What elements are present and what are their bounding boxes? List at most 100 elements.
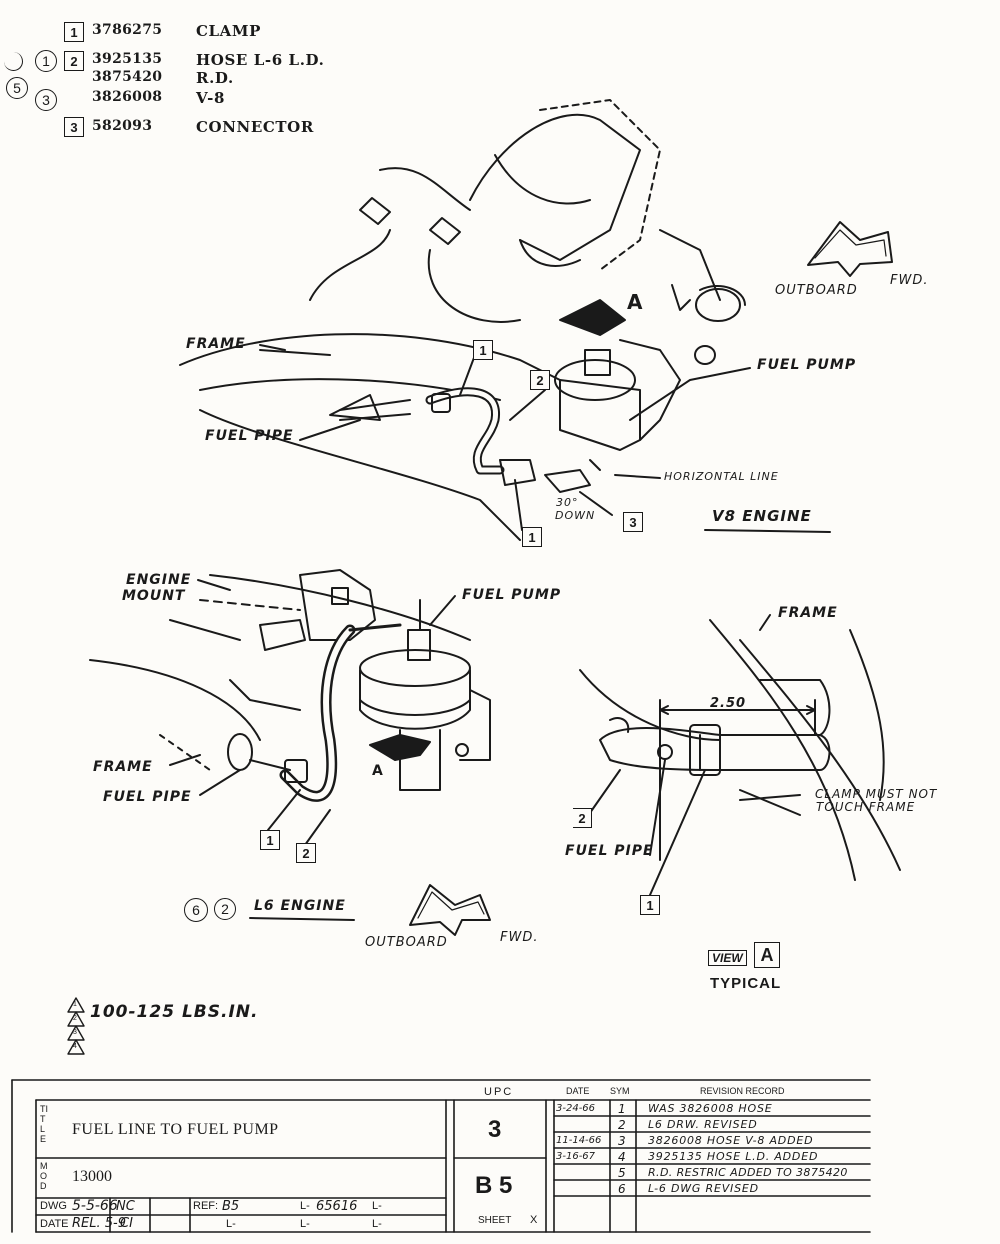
label-angle: 30° xyxy=(556,496,579,509)
revision-circle: 3 xyxy=(35,89,57,111)
sheet-x: X xyxy=(530,1214,538,1226)
rev-date: 3-24-66 xyxy=(556,1103,596,1114)
rev-sym: 5 xyxy=(618,1166,626,1180)
part-description: V-8 xyxy=(196,89,226,107)
revision-circle: 5 xyxy=(6,77,28,99)
label-frame: FRAME xyxy=(778,605,838,621)
part-description: R.D. xyxy=(196,69,234,87)
torque-note: 100-125 LBS.IN. xyxy=(90,1002,259,1022)
rev-sym: 6 xyxy=(618,1182,626,1196)
label-angle-direction: DOWN xyxy=(555,509,596,522)
sheet-label: SHEET xyxy=(478,1215,512,1226)
v8-engine-title: V8 ENGINE xyxy=(712,507,812,525)
label-fuel-pump: FUEL PUMP xyxy=(757,357,857,373)
ci-value: CI xyxy=(120,1216,133,1231)
outboard-arrow xyxy=(807,221,893,277)
rev-date-header: DATE xyxy=(566,1086,590,1096)
item-box: 2 xyxy=(64,51,84,71)
label-fuel-pipe: FUEL PIPE xyxy=(565,843,654,859)
label-fuel-pipe: FUEL PIPE xyxy=(205,428,294,444)
rev-sym: 4 xyxy=(618,1150,626,1164)
callout-box: 1 xyxy=(522,527,542,547)
label-fwd: FWD. xyxy=(500,930,539,945)
revision-circle xyxy=(4,52,23,71)
revision-circle: 6 xyxy=(184,898,208,922)
dwg-label: DWG xyxy=(40,1200,67,1212)
l-label: L- xyxy=(372,1200,382,1212)
rev-record-header: REVISION RECORD xyxy=(700,1086,785,1096)
part-number: 3826008 xyxy=(92,89,163,105)
rev-record: 3925135 HOSE L.D. ADDED xyxy=(648,1150,819,1163)
rev-sym-header: SYM xyxy=(610,1086,630,1096)
rev-record: WAS 3826008 HOSE xyxy=(648,1102,773,1115)
label-outboard: OUTBOARD xyxy=(775,283,858,298)
mod-label: MOD xyxy=(40,1161,48,1191)
upc-value: 3 xyxy=(488,1116,502,1143)
label-engine-mount: MOUNT xyxy=(122,588,186,604)
part-description: HOSE L-6 L.D. xyxy=(196,51,325,69)
nc-value: NC xyxy=(116,1199,135,1214)
l-label: L- xyxy=(300,1200,310,1212)
label-outboard: OUTBOARD xyxy=(365,935,448,950)
rev-record: R.D. RESTRIC ADDED TO 3875420 xyxy=(648,1166,848,1179)
part-description: CONNECTOR xyxy=(196,118,314,136)
view-label: VIEW xyxy=(708,950,747,966)
rev-date: 11-14-66 xyxy=(556,1135,602,1146)
label-engine-mount: ENGINE xyxy=(126,572,192,588)
l-value: 65616 xyxy=(316,1199,358,1214)
part-number: 582093 xyxy=(92,118,153,134)
part-number: 3925135 xyxy=(92,51,163,67)
ref-value: B5 xyxy=(222,1199,240,1214)
l-label: L- xyxy=(300,1218,310,1230)
rev-record: L6 DRW. REVISED xyxy=(648,1118,758,1131)
part-number: 3786275 xyxy=(92,22,163,38)
callout-box: 2 xyxy=(296,843,316,863)
outboard-arrow xyxy=(409,884,491,936)
label-frame: FRAME xyxy=(186,336,246,352)
label-fuel-pipe: FUEL PIPE xyxy=(103,789,192,805)
rev-sym: 1 xyxy=(618,1102,626,1116)
l6-engine-title: L6 ENGINE xyxy=(254,898,346,914)
date-label: DATE xyxy=(40,1218,69,1230)
rev-sym: 2 xyxy=(618,1118,626,1132)
dimension-label: 2.50 xyxy=(710,696,747,711)
upc-label: UPC xyxy=(484,1086,514,1098)
callout-box: 2 xyxy=(573,808,592,828)
revision-circle: 2 xyxy=(214,898,236,920)
revision-circle: 1 xyxy=(35,50,57,72)
release-value: REL. 5-9 xyxy=(72,1216,126,1231)
torque-flag-number: 4 xyxy=(73,1043,77,1050)
rev-record: L-6 DWG REVISED xyxy=(648,1182,759,1195)
part-number: 3875420 xyxy=(92,69,163,85)
callout-box: 1 xyxy=(640,895,660,915)
view-letter: A xyxy=(754,942,780,968)
rev-date: 3-16-67 xyxy=(556,1151,596,1162)
ref-label: REF: xyxy=(193,1200,219,1212)
typical-label: TYPICAL xyxy=(710,975,782,992)
clamp-note: CLAMP MUST NOT xyxy=(815,787,938,801)
view-a-callout: VIEW A xyxy=(708,942,786,970)
mod-value: 13000 xyxy=(72,1168,112,1185)
v8-engine-sketch xyxy=(179,99,831,541)
sheet-code: B 5 xyxy=(475,1172,513,1199)
callout-box: 2 xyxy=(530,370,550,390)
dwg-date: 5-5-66 xyxy=(72,1198,118,1214)
torque-flag-number: 3 xyxy=(73,1029,77,1036)
l6-engine-sketch xyxy=(89,569,491,921)
callout-box: 1 xyxy=(473,340,493,360)
item-box: 3 xyxy=(64,117,84,137)
callout-box: 3 xyxy=(623,512,643,532)
label-view-letter: A xyxy=(372,763,384,779)
label-fwd: FWD. xyxy=(890,273,929,288)
label-view-letter: A xyxy=(627,290,644,314)
part-description: CLAMP xyxy=(196,22,262,40)
callout-box: 1 xyxy=(260,830,280,850)
drawing-title: FUEL LINE TO FUEL PUMP xyxy=(72,1121,279,1138)
rev-sym: 3 xyxy=(618,1134,626,1148)
label-fuel-pump: FUEL PUMP xyxy=(462,587,562,603)
clamp-note: TOUCH FRAME xyxy=(816,800,916,814)
label-horizontal-line: HORIZONTAL LINE xyxy=(664,470,779,483)
torque-flag-number: 1 xyxy=(73,1001,77,1008)
torque-flags xyxy=(67,997,85,1055)
